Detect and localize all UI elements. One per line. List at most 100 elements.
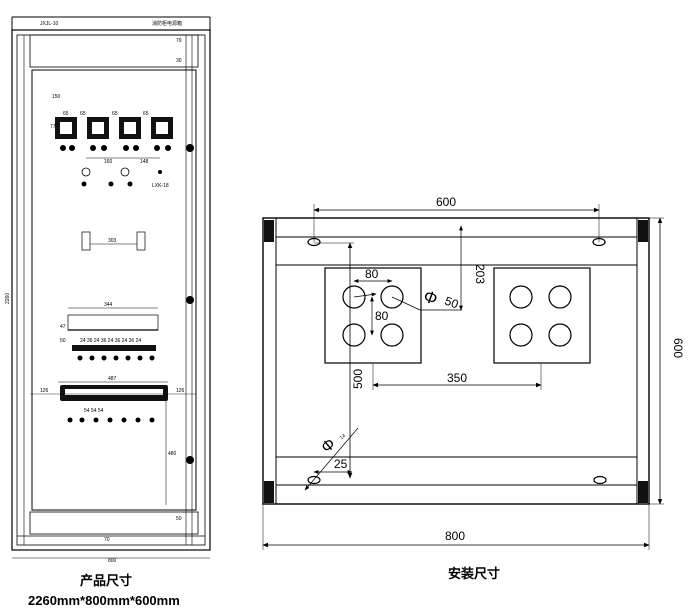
- lamp-dim-2: 148: [140, 159, 149, 165]
- dim-80-h-label: 80: [365, 267, 379, 281]
- meter-dim-gap-1: 65: [63, 111, 69, 117]
- meter-dim-gap-4: 65: [143, 111, 149, 117]
- indicator-dot: [69, 145, 75, 151]
- rail1-box: [67, 314, 159, 331]
- front-title-left: JXJL-10: [40, 21, 59, 27]
- model-label: LXK-18: [152, 183, 169, 189]
- base-top-channel: [275, 236, 638, 266]
- front-dim-bottom-right: 50: [176, 516, 182, 522]
- cable-hole-icon: [342, 285, 366, 309]
- front-dim-bottom-mark: 70: [104, 537, 110, 543]
- terminal-icon: [79, 417, 85, 423]
- rail1-breaker-pitch: 24 36 24 36 24 36 24 36 24: [80, 338, 141, 344]
- bracket-right: [136, 231, 146, 251]
- indicator-dot: [123, 145, 129, 151]
- corner-block-icon: [638, 220, 648, 242]
- indicator-dot: [90, 145, 96, 151]
- front-dim-left-side: 2260: [5, 293, 11, 304]
- lamp-dim-1: 160: [104, 159, 113, 165]
- terminal-icon: [89, 355, 95, 361]
- base-frame-outer: [262, 217, 650, 505]
- front-caption: 产品尺寸: [80, 573, 132, 588]
- bracket-left: [81, 231, 91, 251]
- indicator-lamp-small-icon: [158, 170, 162, 174]
- indicator-lamp-icon: [120, 167, 130, 177]
- lamp-row: 160 148 LXK-18: [81, 157, 169, 189]
- cable-hole-icon: [380, 323, 404, 347]
- terminal-icon: [149, 355, 155, 361]
- front-view: JXJL-10 消防柜电源箱 79 30 2260 150 77 65 65 6…: [5, 16, 211, 608]
- meter-dim-left: 77: [50, 124, 56, 130]
- terminal-icon: [101, 355, 107, 361]
- phi50-label: 50: [443, 294, 461, 312]
- terminal-icon: [67, 417, 73, 423]
- bracket-dim: 303: [108, 238, 117, 244]
- corner-block-icon: [264, 481, 274, 503]
- meter-2-window: [92, 122, 104, 134]
- rail2-slot: [65, 389, 163, 395]
- front-dim-top-right-2: 30: [176, 58, 182, 64]
- dim-bottom-label: 800: [445, 529, 465, 543]
- cable-hole-icon: [509, 323, 533, 347]
- cable-hole-icon: [380, 285, 404, 309]
- rail1-dim-side: 50: [60, 338, 66, 344]
- cable-hole-icon: [548, 323, 572, 347]
- front-title-right: 消防柜电源箱: [152, 20, 182, 27]
- cable-hole-icon: [548, 285, 572, 309]
- dim-top-label: 600: [436, 195, 456, 209]
- terminal-icon: [113, 355, 119, 361]
- front-dim-panel-left: 150: [52, 94, 61, 100]
- terminal-icon: [93, 417, 99, 423]
- terminal-icon: [137, 355, 143, 361]
- meter-dim-gap-3: 65: [112, 111, 118, 117]
- phi50-symbol: Φ: [421, 286, 440, 308]
- base-bottom-channel: [275, 456, 638, 486]
- plan-caption: 安装尺寸: [448, 566, 500, 581]
- terminal-icon: [121, 417, 127, 423]
- indicator-dot: [154, 145, 160, 151]
- cabinet-outer-frame: [11, 29, 211, 551]
- indicator-dot: [133, 145, 139, 151]
- terminal-icon: [107, 417, 113, 423]
- dim-80-v-label: 80: [375, 309, 389, 323]
- meter-4-window: [156, 122, 168, 134]
- mounting-slot-icon: [307, 475, 321, 485]
- terminal-icon: [77, 355, 83, 361]
- corner-block-icon: [264, 220, 274, 242]
- hinge-icon: [186, 456, 194, 464]
- cabinet-door-panel: [31, 69, 197, 511]
- rail1-dim-width: 344: [104, 302, 113, 308]
- phi14-leader: [304, 427, 359, 491]
- front-dim-top-right-1: 79: [176, 38, 182, 44]
- dim-500-label: 500: [351, 369, 365, 389]
- dim-right-label: 600: [671, 338, 685, 358]
- rail2-dim-width: 487: [108, 376, 117, 382]
- meter-row: 77 65 65 65 65: [50, 111, 194, 152]
- terminal-icon: [149, 417, 155, 423]
- front-dim-bottom-width: 800: [108, 558, 117, 564]
- cable-hole-icon: [509, 285, 533, 309]
- breaker-rail-1: 344 47 50 24 36 24 36 24 36 24 36 24: [60, 296, 194, 361]
- fixing-bracket-row: 303: [81, 231, 146, 251]
- dim-25-label: 25: [334, 457, 348, 471]
- cabinet-bottom-section: [29, 511, 199, 535]
- switch-knob-icon: [127, 181, 133, 187]
- plan-view: 600 80 80 Φ 50 203 500: [262, 195, 685, 581]
- terminal-icon: [125, 355, 131, 361]
- dim-203-label: 203: [473, 264, 487, 284]
- phi14-label: 14: [339, 433, 347, 441]
- meter-1-window: [60, 122, 72, 134]
- cabinet-top-section: [29, 34, 199, 68]
- rail1-breaker-strip: [72, 345, 156, 351]
- mounting-slot-icon: [593, 475, 607, 485]
- rail1-dim-height: 47: [60, 324, 66, 330]
- cable-hole-icon: [342, 323, 366, 347]
- hole-leader-line: [353, 292, 377, 298]
- cabinet-inner-frame: [16, 34, 206, 546]
- corner-block-icon: [638, 481, 648, 503]
- rail2-dim-right: 126: [176, 388, 185, 394]
- breaker-rail-2: 487 126 126 54 54 54 480: [30, 376, 196, 505]
- front-dim-side-right: 480: [168, 451, 177, 457]
- switch-knob-icon: [108, 181, 114, 187]
